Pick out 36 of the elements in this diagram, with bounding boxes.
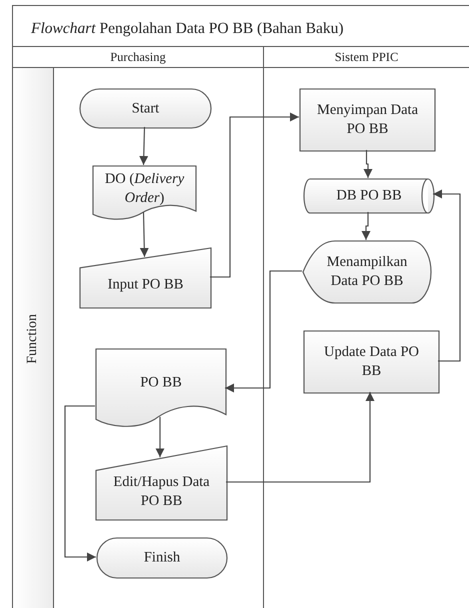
swimlane bbox=[263, 46, 469, 608]
lane-header: Purchasing bbox=[109, 49, 167, 66]
display-shape bbox=[303, 241, 431, 303]
arrow bbox=[226, 392, 374, 483]
row-label: Function bbox=[25, 314, 41, 364]
manual-input-shape bbox=[96, 446, 227, 520]
node-text: DO (Delivery Order) bbox=[104, 170, 186, 208]
terminator-shape bbox=[80, 89, 211, 128]
node-text: Finish bbox=[142, 548, 182, 568]
node-text: Input PO BB bbox=[106, 276, 184, 295]
arrow bbox=[362, 212, 370, 240]
arrow bbox=[225, 270, 302, 392]
node-text: Update Data PO BB bbox=[322, 343, 420, 381]
terminator-shape bbox=[97, 538, 227, 578]
document-shape bbox=[96, 349, 226, 429]
node-text: DB PO BB bbox=[335, 186, 403, 206]
arrow bbox=[156, 416, 164, 458]
node-text: PO BB bbox=[139, 373, 183, 392]
document-shape bbox=[93, 166, 196, 221]
node-text: Edit/Hapus Data PO BB bbox=[112, 473, 211, 511]
node-text: Menampilkan Data PO BB bbox=[326, 253, 408, 291]
node-text: Start bbox=[130, 99, 160, 118]
arrow bbox=[364, 150, 372, 178]
database-cylinder bbox=[304, 179, 434, 213]
arrow bbox=[210, 112, 299, 278]
process-box bbox=[304, 331, 439, 393]
process-box bbox=[300, 89, 435, 151]
manual-input-shape bbox=[80, 248, 211, 308]
arrow bbox=[139, 126, 148, 166]
diagram-title: Flowchart Pengolahan Data PO BB (Bahan Baku) bbox=[31, 20, 344, 38]
arrow bbox=[64, 405, 96, 562]
swimlane bbox=[12, 46, 263, 608]
arrow bbox=[433, 190, 461, 362]
arrow bbox=[140, 212, 149, 257]
lane-header: Sistem PPIC bbox=[334, 49, 400, 66]
node-text: Menyimpan Data PO BB bbox=[316, 101, 420, 139]
